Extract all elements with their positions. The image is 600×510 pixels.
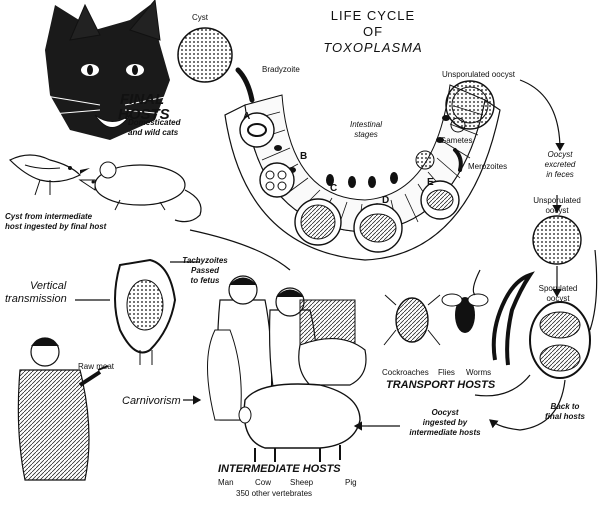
intermediate-hosts-illustration (207, 275, 367, 462)
bradyzoite-illustration (235, 67, 255, 103)
oocyst-excreted-label-1: Oocyst (547, 150, 573, 159)
oocyst-excreted-label-2: excreted (544, 160, 576, 169)
cyst-ingested-label-2: host ingested by final host (5, 222, 107, 231)
unsporulated-oocyst-right-label-2: oocyst (545, 206, 569, 215)
sheep-label: Sheep (290, 478, 314, 487)
cyst-label: Cyst (192, 13, 208, 22)
unsporulated-oocyst-top-label: Unsporulated oocyst (442, 70, 515, 79)
cat-illustration (39, 0, 176, 140)
domesticated-label-2: and wild cats (128, 128, 179, 137)
oocyst-ingested-label-2: ingested by (422, 418, 468, 427)
cyst-illustration (177, 27, 233, 83)
cyst-ingested-label-1: Cyst from intermediate (5, 212, 93, 221)
bird-illustration (8, 154, 90, 196)
vertical-transmission-label-1: Vertical (30, 280, 67, 292)
back-to-final-hosts-label-2: final hosts (544, 412, 585, 421)
transport-hosts-label: TRANSPORT HOSTS (386, 379, 496, 391)
vertebrates-label: 350 other vertebrates (236, 489, 313, 498)
intestinal-label-1: Intestinal (349, 120, 383, 129)
tachyzoites-label-3: to fetus (190, 276, 220, 285)
title-line-2: OF (362, 24, 384, 39)
oocyst-ingested-label-1: Oocyst (431, 408, 459, 417)
cow-label: Cow (255, 478, 272, 487)
carnivorism-label: Carnivorism (120, 395, 183, 407)
flies-label: Flies (438, 368, 455, 377)
sporulated-oocyst-label-1: Sporulated (538, 284, 578, 293)
title-line-3: TOXOPLASMA (323, 40, 423, 55)
back-to-final-hosts-label-1: Back to (550, 402, 580, 411)
raw-meat-label: Raw meat (78, 362, 115, 371)
final-hosts-label-2: HOSTS (118, 106, 170, 123)
pig-label: Pig (345, 478, 357, 487)
sporulated-oocyst-label-2: oocyst (546, 294, 570, 303)
sporulated-oocyst (529, 301, 591, 379)
gametes-label: Gametes (440, 136, 473, 145)
fetus-illustration (114, 258, 177, 365)
mouse-illustration (78, 161, 202, 223)
bradyzoite-label: Bradyzoite (262, 65, 300, 74)
cycle-arrows (75, 79, 598, 431)
unsporulated-oocyst-right-label-1: Unsporulated (533, 196, 581, 205)
intermediate-hosts-label: INTERMEDIATE HOSTS (218, 463, 341, 475)
stage-e-label: E (427, 177, 434, 188)
tachyzoites-label-2: Passed (190, 266, 220, 275)
oocyst-excreted-label-3: in feces (546, 170, 574, 179)
vertical-transmission-label-2: transmission (5, 293, 67, 305)
man-label: Man (218, 478, 234, 487)
title-line-1: LIFE CYCLE (330, 8, 416, 23)
cockroaches-label: Cockroaches (382, 368, 429, 377)
stage-b-label: B (300, 151, 308, 162)
man-illustration (17, 337, 109, 481)
transport-hosts-illustration (383, 271, 535, 366)
unsporulated-oocyst-top (445, 80, 495, 130)
stage-d-label: D (382, 195, 390, 206)
final-hosts-label-1: FINAL (120, 91, 165, 108)
stage-c-label: C (330, 183, 338, 194)
domesticated-label-1: Domesticated (128, 118, 181, 127)
stage-a-label: A (243, 111, 251, 122)
oocyst-ingested-label-3: intermediate hosts (409, 428, 481, 437)
unsporulated-oocyst-right (532, 215, 582, 265)
tachyzoites-label-1: Tachyzoites (182, 256, 228, 265)
merozoites-label: Merozoites (468, 162, 508, 171)
intestinal-epithelium (224, 84, 501, 261)
intestinal-label-2: stages (354, 130, 378, 139)
worms-label: Worms (466, 368, 492, 377)
